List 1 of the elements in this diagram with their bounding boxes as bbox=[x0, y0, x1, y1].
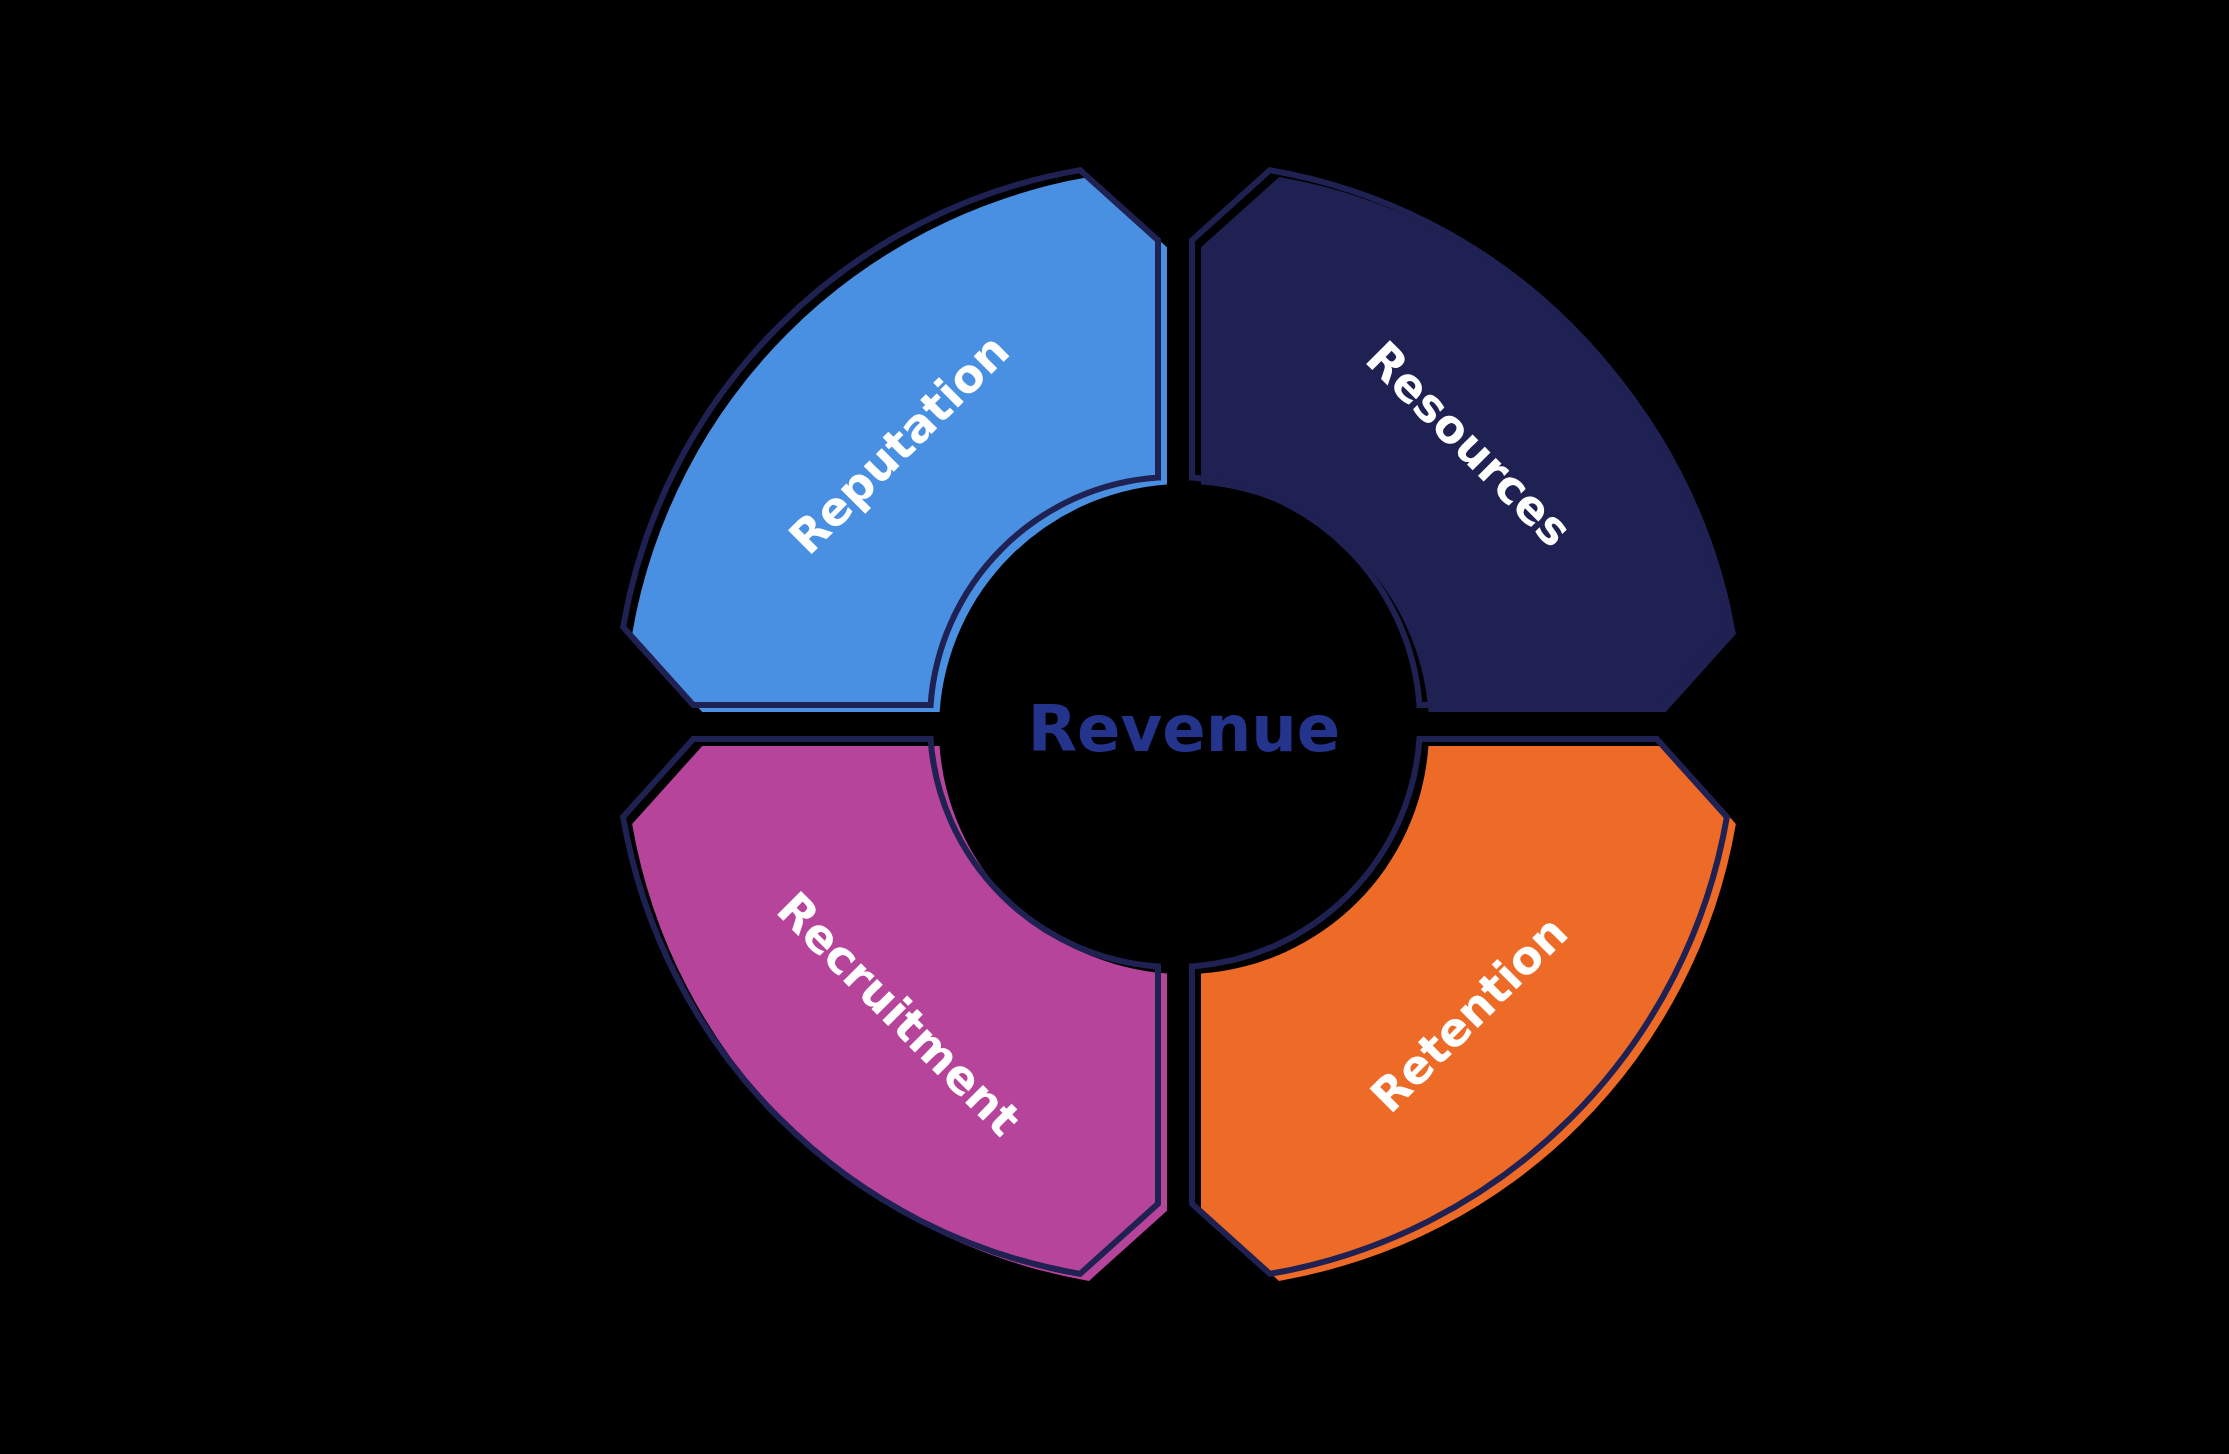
center-label: Revenue bbox=[1027, 692, 1341, 766]
